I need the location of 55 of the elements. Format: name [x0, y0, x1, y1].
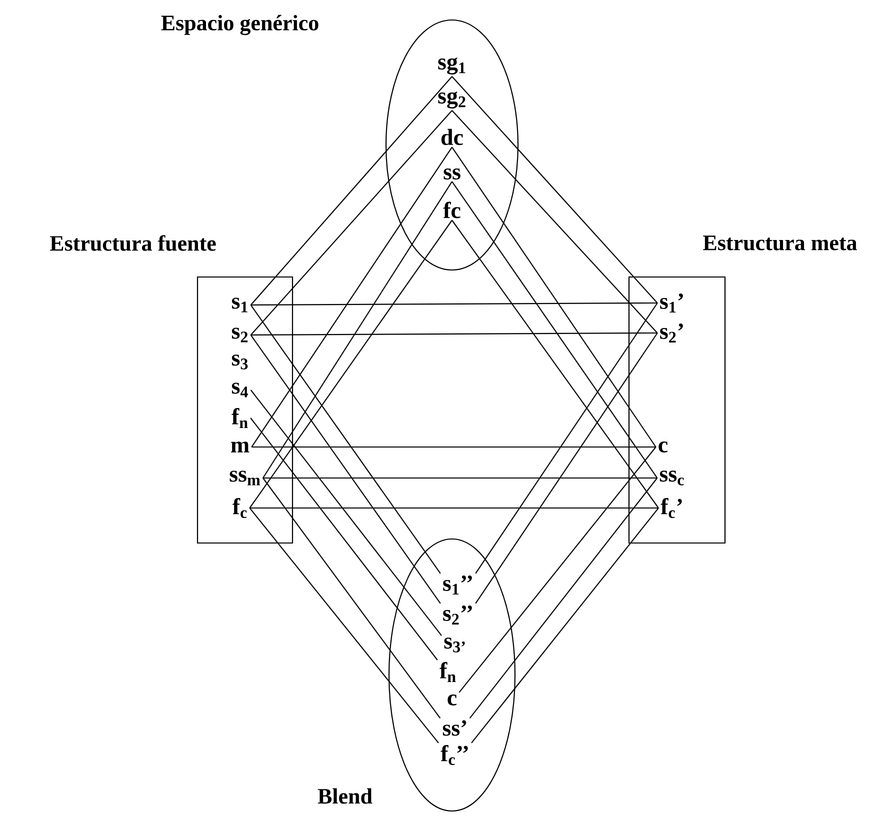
element-label: f$_{c}$’	[660, 498, 682, 518]
mapping-line	[471, 508, 659, 744]
node-label: Espacio genérico	[161, 14, 318, 36]
element-label: c	[448, 694, 457, 706]
element-label: fc	[443, 202, 460, 218]
mapping-line	[250, 304, 441, 574]
mapping-line	[458, 446, 656, 693]
mapping-line	[262, 477, 658, 479]
element-label: sg$_{2}$	[438, 92, 466, 108]
element-label: s$_{3}$	[232, 354, 248, 370]
mapping-line	[250, 334, 441, 604]
element-label: dc	[441, 128, 463, 146]
element-label: m	[231, 442, 250, 452]
mapping-line	[250, 110, 452, 336]
element-label: s$_{1}$’	[660, 293, 683, 312]
mapping-line	[262, 181, 452, 478]
mapping-line	[262, 478, 441, 719]
element-label: s$_{2}$’	[660, 323, 683, 342]
node-label: Estructura meta	[703, 236, 857, 250]
element-label: f$_{c}$	[232, 498, 247, 518]
element-label: f$_{n}$	[440, 662, 456, 682]
mapping-line	[251, 146, 452, 448]
mapping-line	[250, 390, 442, 636]
mapping-line	[452, 220, 659, 508]
mapping-line	[475, 302, 658, 574]
element-label: ss$_{m}$	[230, 470, 260, 486]
element-label: ss$_{c}$	[660, 470, 684, 486]
element-label: ss’	[442, 720, 466, 736]
element-label: c	[658, 441, 668, 453]
mapping-line	[250, 302, 658, 306]
element-label: s$_{1}$’’	[443, 575, 472, 594]
mapping-line	[252, 446, 656, 448]
element-label: s$_{3’}$	[444, 638, 465, 652]
element-label: s$_{2}$’’	[443, 605, 472, 624]
element-label: s$_{1}$	[232, 298, 248, 312]
element-label: s$_{4}$	[232, 382, 248, 398]
mapping-line	[250, 507, 658, 509]
mapping-line	[249, 508, 439, 744]
mapping-line	[452, 146, 656, 448]
mapping-line	[469, 478, 658, 719]
element-label: sg$_{1}$	[438, 58, 466, 74]
element-label: s$_{2}$	[232, 328, 248, 342]
element-label: ss	[444, 168, 460, 180]
node-label: Blend	[318, 788, 372, 804]
node-label: Estructura fuente	[50, 235, 216, 251]
mapping-line	[250, 76, 452, 306]
mapping-line	[250, 332, 658, 336]
mapping-line	[249, 220, 452, 508]
mapping-line	[475, 332, 658, 604]
mapping-line	[452, 181, 658, 478]
element-label: f$_{c}$’’	[440, 744, 468, 766]
element-label: f$_{n}$	[232, 408, 248, 428]
mapping-line	[250, 418, 438, 660]
mapping-line	[452, 76, 658, 304]
mapping-line	[452, 110, 658, 334]
